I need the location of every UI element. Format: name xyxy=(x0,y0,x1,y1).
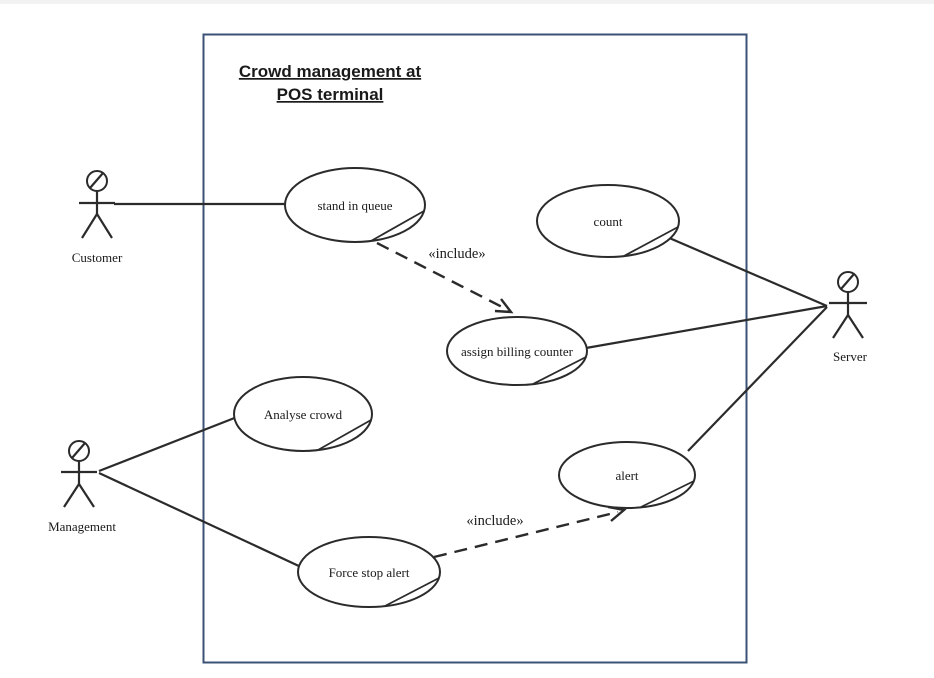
stick-figure-icon xyxy=(61,440,97,508)
use-case-label: count xyxy=(594,214,623,229)
association-management-force-stop-alert xyxy=(98,472,302,568)
association-alert-server xyxy=(687,306,828,452)
use-case-count: count xyxy=(536,184,680,258)
diagram-title-line2: POS terminal xyxy=(277,85,384,104)
use-case-force-stop-alert: Force stop alert xyxy=(297,536,441,608)
use-case-assign-billing-counter: assign billing counter xyxy=(446,316,588,386)
window-top-strip xyxy=(0,0,934,4)
association-management-analyse-crowd xyxy=(98,415,238,473)
use-case-label: stand in queue xyxy=(317,198,392,213)
actor-customer: Customer xyxy=(72,170,123,265)
stick-figure-icon xyxy=(829,271,867,339)
actor-label: Customer xyxy=(72,250,123,265)
actor-label: Management xyxy=(48,519,116,534)
use-case-label: alert xyxy=(615,468,638,483)
actor-management: Management xyxy=(48,440,116,534)
use-case-label: Force stop alert xyxy=(329,565,410,580)
actor-label: Server xyxy=(833,349,868,364)
use-case-alert: alert xyxy=(558,441,696,509)
use-case-label: assign billing counter xyxy=(461,344,574,359)
association-assign-billing-counter-server xyxy=(585,304,828,350)
include-arrow-stand-in-queue-to-assign-billing-counter xyxy=(376,241,514,314)
include-label-1: «include» xyxy=(428,246,485,262)
stick-figure-icon xyxy=(79,170,115,239)
use-case-analyse-crowd: Analyse crowd xyxy=(233,376,373,452)
diagram-title-line1: Crowd management at xyxy=(239,62,422,81)
actor-server: Server xyxy=(829,271,868,364)
use-case-label: Analyse crowd xyxy=(264,407,343,422)
use-case-stand-in-queue: stand in queue xyxy=(284,167,426,243)
association-count-server xyxy=(666,235,828,308)
include-label-2: «include» xyxy=(466,513,523,529)
